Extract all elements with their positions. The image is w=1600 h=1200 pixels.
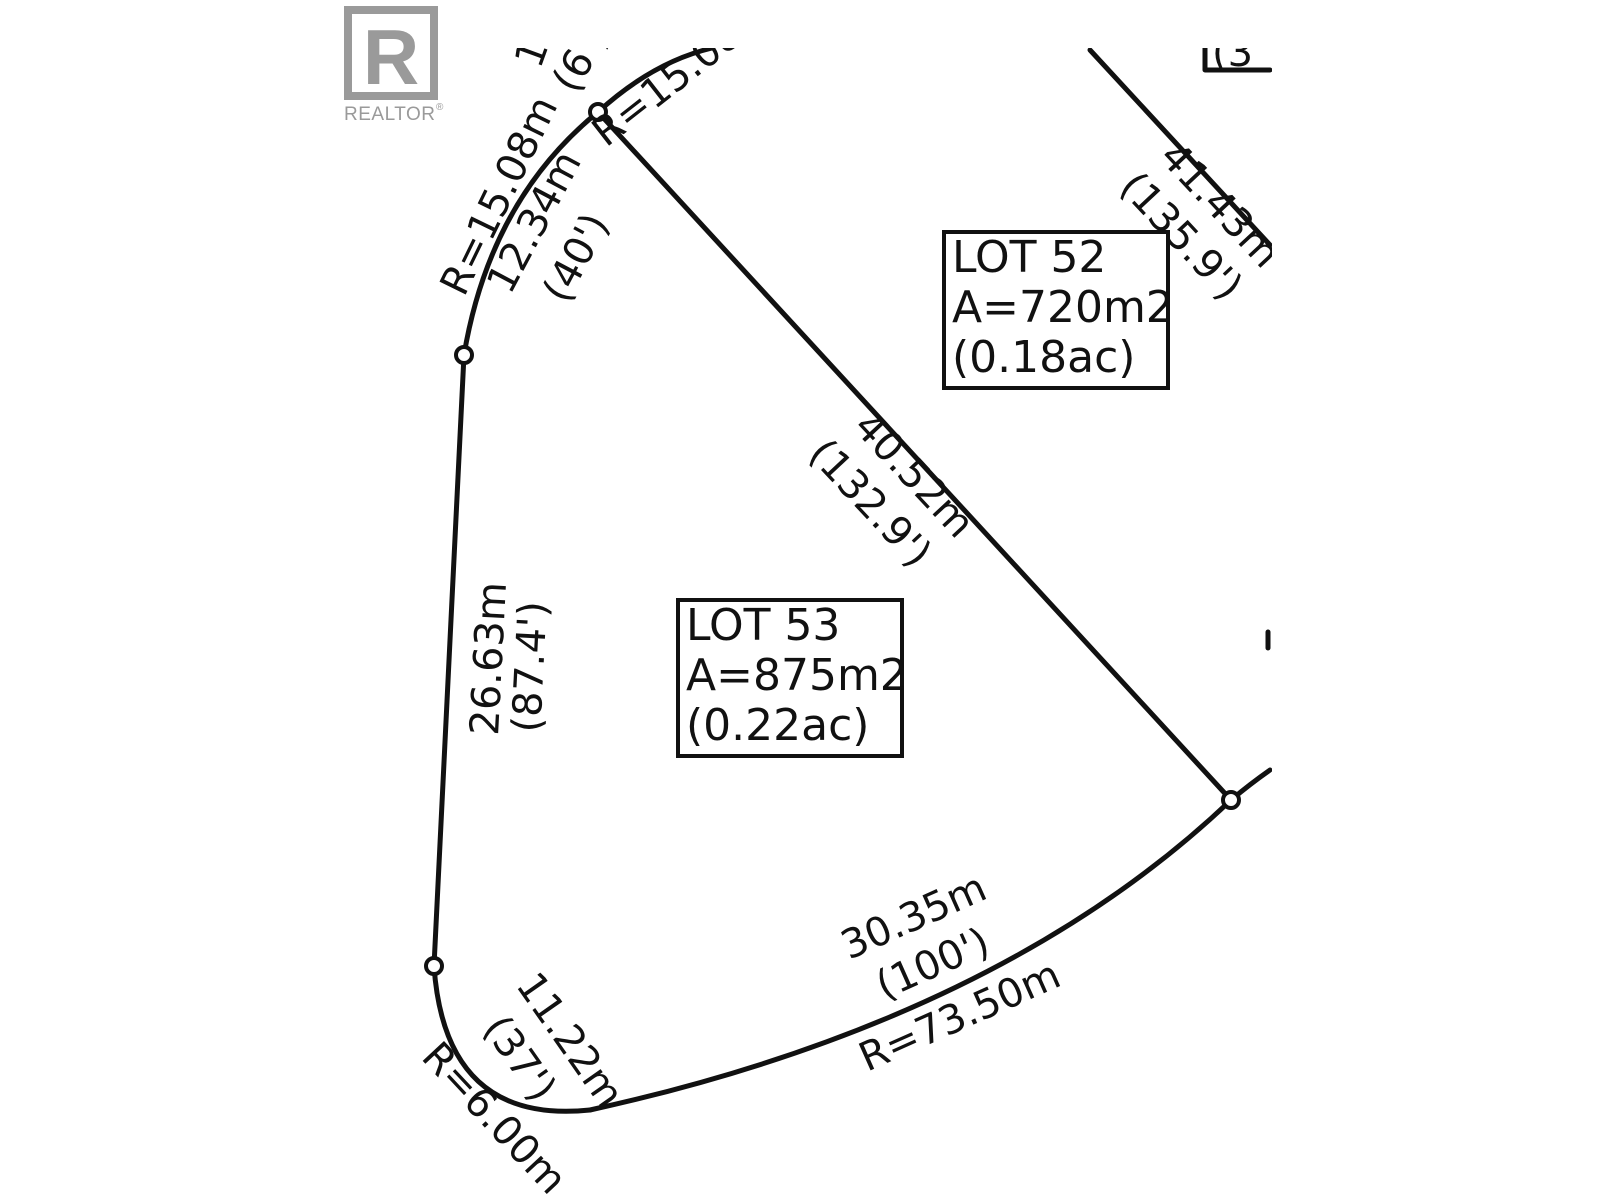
west-feet-dimension: (87.4') [504,600,557,734]
lot-52-label-box: LOT 52 A=720m2 (0.18ac) [942,230,1174,390]
west-boundary-line [431,352,467,969]
south-corner-arc-line [431,963,593,1114]
realtor-logo-mark: ® [436,102,444,113]
top-crop-mask [440,0,1340,48]
monument-southeast-point [1221,790,1241,810]
realtor-logo: R REALTOR ® [344,6,444,125]
right-crop-mask [1272,0,1600,1200]
south-road-arc-line [587,797,1234,1113]
lot-52-name: LOT 52 [952,232,1106,283]
monument-arc-end-point [454,345,474,365]
lot-53-name: LOT 53 [686,600,840,651]
lot-53-acres: (0.22ac) [686,700,869,751]
north-corner-arc-line [461,109,601,358]
lot-53-area: A=875m2 [686,650,908,701]
realtor-logo-label: REALTOR [344,104,436,125]
lot-52-acres: (0.18ac) [952,332,1135,383]
survey-monuments [424,102,1241,976]
lot-52-east-boundary-line [1087,47,1273,248]
monument-north-point [588,102,608,122]
top-right-label-box-fragment [1202,41,1273,73]
lot-52-53-boundary-line [595,109,1234,803]
lot-53-label-box: LOT 53 A=875m2 (0.22ac) [676,598,908,758]
lot-52-box-frame [942,230,1170,390]
realtor-logo-inner [352,14,430,92]
monument-southwest-point [424,956,444,976]
realtor-logo-letter: R [363,13,419,101]
north-road-arc-line [595,45,715,115]
west-metric-dimension: 26.63m [462,581,516,737]
lot-52-area: A=720m2 [952,282,1174,333]
lot-53-box-frame [676,598,904,758]
